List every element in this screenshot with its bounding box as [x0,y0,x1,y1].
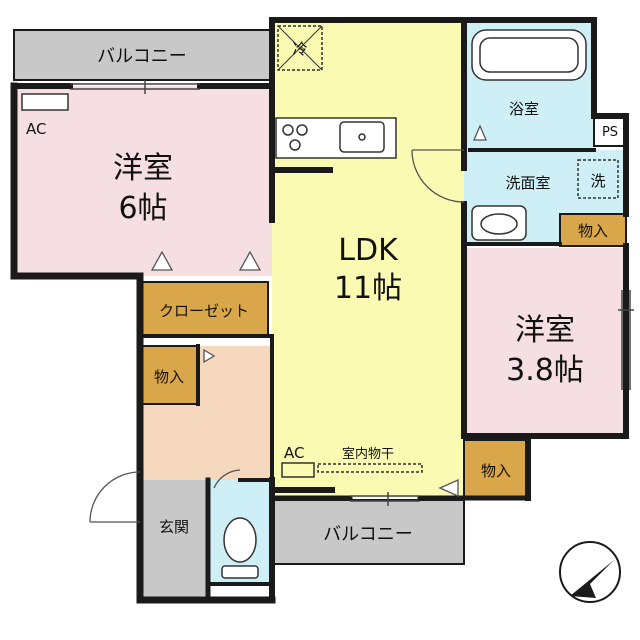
balcony-top-label: バルコニー [97,46,187,67]
bathroom-label: 浴室 [509,100,539,118]
closet-label: クローゼット [159,302,249,320]
western-room-1 [14,86,272,276]
entrance [140,480,208,600]
storage-wash-block [559,213,627,247]
washer-box [577,159,619,199]
windows [70,80,634,506]
western-room-2 [464,248,626,436]
balcony-bottom-label: バルコニー [323,524,413,545]
western-room-1-size: 6帖 [118,191,167,226]
balcony-bottom [271,499,465,565]
toilet-tank [221,565,259,579]
ac-unit-1 [21,93,69,111]
ldk-room [272,20,464,498]
ps-label: PS [602,125,618,140]
door-swings [89,124,487,523]
ldk-size: 11帖 [334,271,402,306]
storage-wash-label: 物入 [578,222,608,240]
ac-label-1: AC [26,120,46,138]
entrance-label: 玄関 [159,518,189,536]
western-room-2-size: 3.8帖 [506,353,584,388]
compass [559,541,621,603]
indoor-drying-label: 室内物干 [342,446,394,462]
storage-hall-block [139,345,199,405]
fixtures [21,25,619,579]
drying-rail [317,463,423,473]
toilet-bowl [223,517,257,563]
ac-label-2: AC [284,444,304,462]
western-room-2-name: 洋室 [515,313,575,348]
balcony-top [13,29,273,81]
western-room-1-name: 洋室 [113,151,173,186]
washroom-label: 洗面室 [505,174,550,192]
north-arrow-icon [570,560,614,598]
ac-unit-2 [281,462,315,478]
washer-label: 洗 [590,172,605,190]
storage-hall-label: 物入 [154,368,184,386]
walls [10,17,629,604]
closet-block [139,281,269,337]
storage-w2-label: 物入 [481,462,511,480]
refrigerator-label: 冷 [292,40,307,58]
ldk-name: LDK [338,233,399,268]
